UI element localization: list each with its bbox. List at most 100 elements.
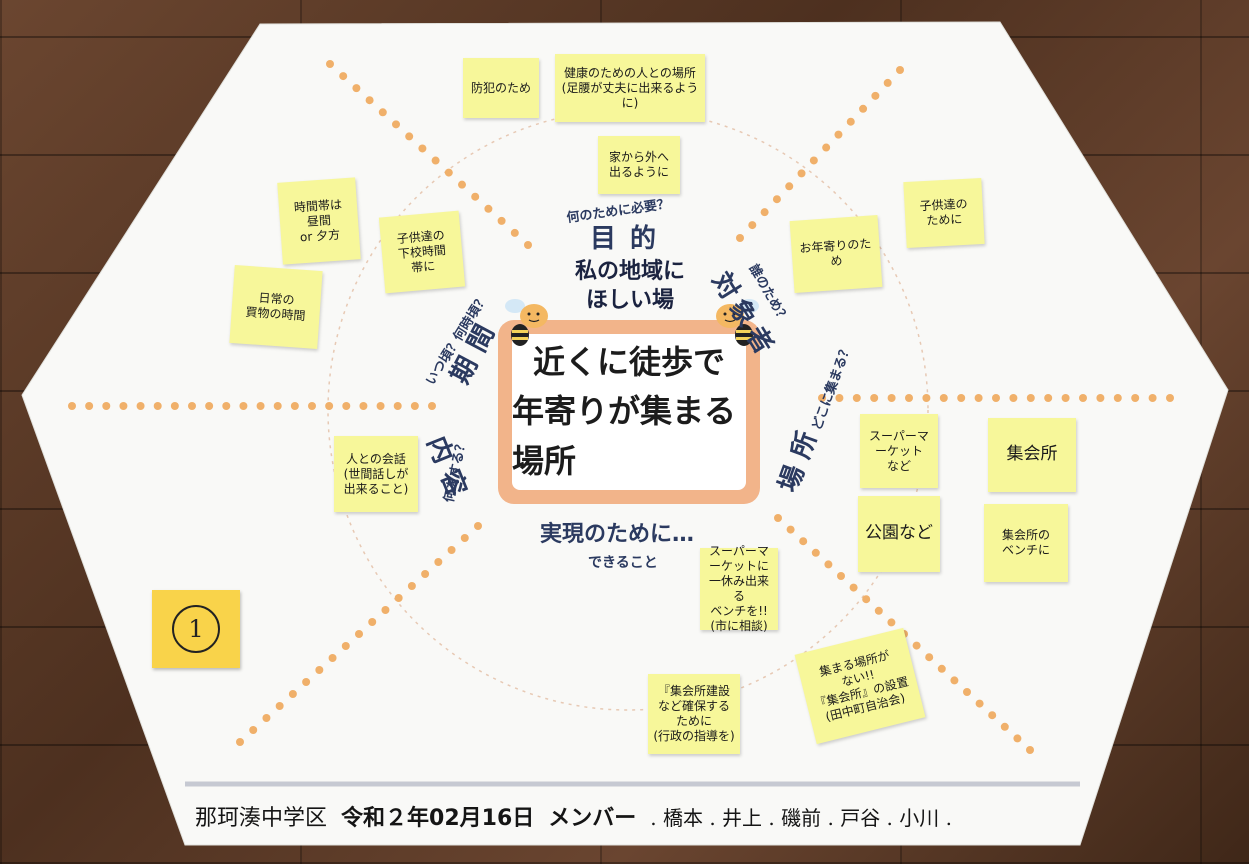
ray-dot (835, 394, 844, 402)
ray-dot (849, 583, 858, 592)
ray-dot (922, 394, 931, 402)
footer-district: 那珂湊中学区 (195, 806, 328, 831)
ray-dot (963, 688, 971, 696)
ray-dot (119, 402, 128, 410)
ray-dot (407, 582, 416, 590)
ray-dot (988, 711, 997, 720)
ray-dot (1113, 394, 1122, 402)
ray-dot (862, 595, 871, 604)
ray-dot (484, 204, 493, 213)
ray-dot (474, 522, 482, 530)
note-supermarket: スーパーマーケット など (860, 414, 938, 488)
central-board: 近くに徒歩で 年寄りが集まる場所 (512, 334, 746, 490)
ray-dot (925, 653, 934, 662)
ray-dot (975, 699, 984, 708)
note-bouhan: 防犯のため (463, 58, 539, 118)
ray-dot (328, 654, 337, 662)
center-line1: 近くに徒歩で (532, 342, 725, 381)
ray-dot (458, 180, 466, 189)
note-kaiwa: 人との会話 (世間話しが 出来ること) (334, 436, 418, 512)
ray-dot (939, 394, 948, 402)
ray-dot (431, 156, 440, 165)
ray-dot (394, 594, 403, 602)
ray-dot (974, 394, 983, 402)
ray-dot (444, 168, 453, 177)
ray-dot (392, 120, 400, 129)
ray-dot (308, 402, 316, 410)
ray-dot (786, 525, 795, 534)
theme-line1: 私の地域に (574, 259, 685, 284)
ray-dot (883, 78, 892, 87)
ray-dot (809, 156, 818, 165)
footer-date: 令和２年02月16日 (341, 806, 535, 831)
circled-number: 1 (172, 605, 220, 653)
footer-members-label: メンバー (548, 806, 637, 831)
ray-dot (153, 402, 162, 410)
ray-dot (1148, 394, 1157, 402)
ray-dot (262, 714, 271, 722)
ray-dot (236, 738, 244, 746)
ray-dot (797, 169, 806, 178)
ray-dot (1044, 394, 1053, 402)
ray-dot (874, 606, 883, 615)
note-jikantai: 時間帯は 昼間 or 夕方 (277, 177, 361, 265)
note-kodomotachi: 子供達の ために (903, 178, 985, 248)
ray-dot (460, 534, 469, 542)
note-bench: 集会所の ベンチに (984, 504, 1068, 582)
footer-members: . 橋本 . 井上 . 磯前 . 戸谷 . 小川 . (650, 806, 952, 830)
ray-dot (1079, 394, 1087, 402)
ray-dot (339, 72, 348, 81)
ray-dot (837, 572, 845, 580)
label-jitsugen: 実現のために… (540, 522, 695, 547)
ray-dot (68, 402, 76, 410)
ray-dot (273, 402, 282, 410)
dotted-ray-lines (68, 60, 1174, 754)
ray-dot (1026, 746, 1034, 754)
ray-dot (205, 402, 214, 410)
ray-dot (325, 402, 334, 410)
ray-dot (896, 66, 904, 74)
ray-dot (524, 241, 532, 249)
ray-dot (510, 228, 519, 237)
ray-dot (359, 402, 368, 410)
ray-dot (418, 144, 427, 153)
ray-dot (1166, 394, 1174, 402)
label-mokuteki: 目的 (590, 224, 671, 254)
ray-dot (736, 234, 744, 242)
ray-dot (447, 546, 456, 554)
ray-dot (887, 394, 896, 402)
ray-dot (275, 702, 284, 710)
theme-heading: 私の地域に ほしい場 (560, 258, 700, 315)
ray-dot (852, 394, 861, 402)
ray-dot (393, 402, 402, 410)
note-super-bench: スーパーマーケットに 一休み出来る ベンチを!! (市に相談) (700, 544, 778, 633)
ray-dot (799, 537, 808, 546)
ray-dot (326, 60, 334, 68)
ray-dot (222, 402, 231, 410)
note-nichijou: 日常の 買物の時間 (229, 265, 323, 349)
ray-dot (341, 642, 350, 650)
ray-dot (497, 216, 506, 225)
ray-dot (912, 641, 921, 650)
ray-dot (170, 402, 179, 410)
ray-dot (378, 108, 387, 117)
ray-dot (937, 664, 946, 673)
central-frame: 近くに徒歩で 年寄りが集まる場所 (498, 320, 760, 504)
label-dekiru: できること (588, 555, 658, 571)
ray-dot (822, 143, 831, 152)
ray-dot (1096, 394, 1105, 402)
note-kouen: 公園など (858, 496, 940, 572)
ray-dot (421, 570, 430, 578)
ray-dot (905, 394, 913, 402)
ray-dot (846, 117, 855, 126)
ray-dot (748, 221, 757, 230)
ray-dot (785, 182, 794, 191)
theme-line2: ほしい場 (585, 287, 674, 313)
ray-dot (811, 548, 820, 557)
ray-dot (870, 394, 879, 402)
ray-dot (302, 678, 311, 686)
ray-dot (471, 192, 480, 201)
note-shukaijo: 集会所 (988, 418, 1076, 492)
ray-dot (365, 96, 374, 105)
ray-dot (834, 130, 843, 139)
